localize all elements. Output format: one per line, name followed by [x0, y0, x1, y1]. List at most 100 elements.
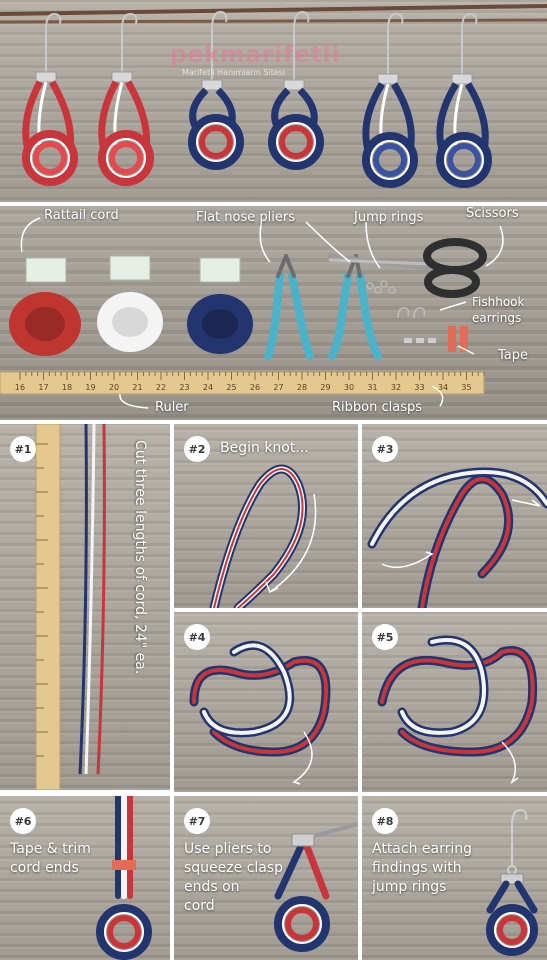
label-rattail-cord: Rattail cord — [44, 208, 119, 223]
ruler-number: 26 — [250, 383, 260, 392]
ruler-number: 27 — [273, 383, 283, 392]
direction-arrow — [265, 493, 317, 594]
red-cord-bundle — [9, 257, 81, 356]
ribbon-clasps-icon — [404, 338, 436, 343]
step-2-panel: #2 Begin knot... — [174, 424, 358, 608]
step-7-instruction-line-3: ends on — [184, 879, 240, 895]
step-6-badge: #6 — [10, 808, 36, 834]
tape-wrap — [112, 860, 136, 870]
step-8-instruction-line-1: Attach earring — [372, 841, 473, 857]
step-7-instruction-line-2: squeeze clasp — [184, 860, 284, 876]
red-cord — [96, 424, 106, 775]
twig-branch-lower — [0, 18, 547, 24]
fishhook-earrings-icon — [397, 307, 426, 319]
direction-arrow — [292, 731, 313, 785]
step-7-instruction-line-1: Use pliers to — [184, 841, 272, 857]
twig-branch — [0, 4, 547, 16]
step-5-badge: #5 — [372, 624, 398, 650]
ruler-number: 29 — [320, 383, 330, 392]
step-1-badge: #1 — [10, 436, 36, 462]
step-4-panel: #4 — [174, 612, 358, 792]
ruler-number: 33 — [414, 383, 424, 392]
step-7-badge: #7 — [184, 808, 210, 834]
watermark-subtitle: Marifetli Hanımların Sitesi — [182, 68, 286, 77]
finished-earrings-panel: pekmarifetli Marifetli Hanımların Sitesi — [0, 0, 547, 202]
step-8-instruction-line-3: jump rings — [372, 879, 447, 895]
step-7-panel: #7 Use pliers to squeeze clasp ends on c… — [174, 796, 358, 960]
label-tape: Tape — [498, 348, 529, 363]
step-3-illustration — [367, 467, 547, 608]
step-3-panel: #3 — [362, 424, 547, 608]
ruler-number: 20 — [109, 383, 119, 392]
watermark-title: pekmarifetli — [170, 42, 341, 68]
ruler-number: 17 — [38, 383, 48, 392]
step-3-badge: #3 — [372, 436, 398, 462]
tape-icon — [448, 326, 468, 352]
blue-earring-pair — [362, 82, 492, 188]
jump-ring — [507, 865, 517, 875]
mixed-earring-pair — [188, 87, 324, 170]
ruler-number: 32 — [391, 383, 401, 392]
step-8-panel: #8 Attach earring findings with jump rin… — [362, 796, 547, 960]
step-1-ruler — [35, 424, 61, 790]
direction-arrow — [501, 741, 519, 785]
step-7-instruction-line-4: cord — [184, 898, 215, 914]
step-7-illustration — [274, 822, 358, 952]
white-cord-bundle — [97, 255, 163, 352]
jump-rings-icon — [366, 280, 396, 294]
ruler-number: 16 — [15, 383, 25, 392]
ruler-number: 18 — [62, 383, 72, 392]
scissors-icon — [327, 238, 487, 298]
ruler-number: 34 — [438, 383, 448, 392]
step-2-instruction: Begin knot... — [220, 440, 309, 456]
pliers-icon — [264, 254, 382, 360]
earring-hooks — [45, 10, 478, 82]
pliers-tip — [313, 822, 358, 838]
step-8-badge: #8 — [372, 808, 398, 834]
direction-arrow-right — [511, 499, 541, 507]
red-earring-pair — [22, 80, 154, 186]
ruler-number: 23 — [179, 383, 189, 392]
step-4-illustration — [189, 640, 331, 785]
step-6-illustration — [96, 796, 152, 960]
step-8-instruction-line-2: findings with — [372, 860, 462, 876]
label-jump-rings: Jump rings — [354, 210, 424, 225]
white-cord — [84, 424, 96, 775]
step-2-illustration — [209, 464, 317, 608]
ruler-number: 30 — [344, 383, 354, 392]
fishhook — [511, 808, 528, 866]
step-1-instruction: Cut three lengths of cord, 24" ea. — [132, 440, 148, 675]
pointer-arrows — [20, 217, 504, 409]
direction-arrow — [381, 551, 434, 569]
finished-earrings-illustration — [0, 4, 547, 188]
label-scissors: Scissors — [466, 206, 519, 221]
ruler-number: 31 — [367, 383, 377, 392]
earring-clasps — [35, 71, 473, 91]
ribbon-clasp — [291, 833, 315, 847]
step-1-illustration — [35, 424, 106, 790]
ruler-number: 25 — [226, 383, 236, 392]
step-6-panel: #6 Tape & trim cord ends — [0, 796, 170, 960]
label-flat-nose-pliers: Flat nose pliers — [196, 210, 295, 225]
step-5-illustration — [377, 635, 538, 785]
step-4-badge: #4 — [184, 624, 210, 650]
ruler-number: 28 — [297, 383, 307, 392]
step-6-instruction-line-1: Tape & trim — [10, 841, 91, 857]
step-2-badge: #2 — [184, 436, 210, 462]
label-ribbon-clasps: Ribbon clasps — [332, 400, 422, 415]
navy-cord-bundle — [187, 257, 253, 354]
step-8-illustration — [486, 808, 538, 956]
ruler-number: 35 — [461, 383, 471, 392]
step-5-panel: #5 — [362, 612, 547, 792]
navy-cord — [78, 424, 88, 775]
label-fishhook-earrings: Fishhook earrings — [472, 295, 525, 325]
step-1-panel: #1 — [0, 424, 170, 790]
label-ruler: Ruler — [155, 400, 189, 415]
ruler-number: 19 — [85, 383, 95, 392]
step-1-ruler-ticks — [36, 443, 48, 757]
